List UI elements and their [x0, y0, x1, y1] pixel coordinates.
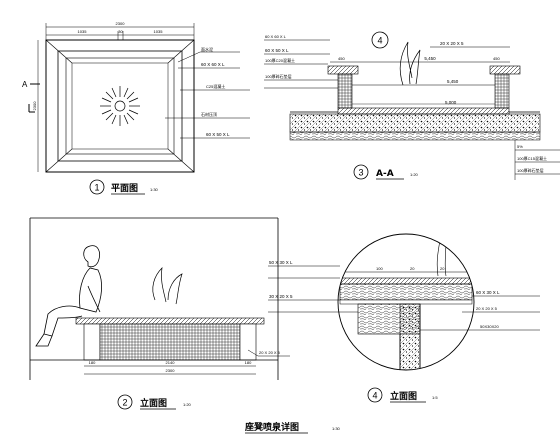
section-dim-inner: 5,450: [424, 56, 436, 61]
section-water-level: 5,450: [447, 79, 459, 84]
seated-figure: [35, 245, 102, 347]
plan-note-2: 60 X 60 X L: [201, 62, 225, 67]
section-mark-a-top: A: [22, 80, 28, 89]
plan-view: 2300 1035 30 1035 2300: [22, 21, 250, 195]
section-view-scale: 1:20: [410, 172, 419, 177]
elevation-view-number: 2: [122, 398, 127, 408]
fountain-spray: [399, 41, 421, 86]
section-view-title: 3 A-A 1:20: [353, 164, 419, 180]
section-note-r1: 5%: [517, 144, 523, 149]
section-note-r0: 20 X 20 X 5: [440, 41, 464, 46]
fountain-symbol: [100, 86, 140, 126]
elev-dim-mid: 2140: [166, 360, 176, 365]
detail-note-2: 30 X 20 X 5: [269, 294, 293, 299]
detail-note-4: 20 X 20 X 5: [476, 306, 498, 311]
section-note-l2: 100厚C20混凝土: [265, 57, 295, 63]
section-view-number: 3: [358, 168, 363, 178]
detail-view-title: 4 立面图 1:5: [367, 387, 438, 403]
plan-view-label: 平面图: [111, 183, 138, 194]
elevation-fountain-spray: [152, 267, 183, 305]
section-note-l3: 100厚碎石垫层: [265, 73, 292, 79]
detail-view-number: 4: [372, 391, 377, 401]
sheet-title-scale: 1:30: [332, 426, 341, 431]
detail-callout-circle: [371, 31, 389, 49]
detail-view-scale: 1:5: [432, 395, 438, 400]
plan-note-1: 面水泥: [201, 46, 213, 52]
section-note-r2: 100厚C15混凝土: [517, 155, 547, 161]
elev-dim-left: 180: [89, 360, 96, 365]
section-view-label: A-A: [376, 169, 394, 179]
section-dim-left: 450: [338, 56, 345, 61]
elev-dim-total: 2300: [166, 368, 176, 373]
sheet-title: 座凳喷泉详图 1:30: [244, 421, 341, 434]
bench-body: [99, 323, 241, 361]
section-view: 4 450 5,450 450 5,450 5,000 60: [264, 31, 560, 180]
section-dim-right: 450: [493, 56, 500, 61]
section-note-r3: 100厚碎石垫层: [517, 167, 544, 173]
section-note-l1: 60 X 50 X L: [265, 48, 289, 53]
plan-dim-mid: 30: [118, 29, 123, 34]
plan-dim-total: 2300: [116, 21, 126, 26]
elev-dim-right: 180: [245, 360, 252, 365]
detail-callout-number: 4: [377, 36, 382, 46]
plan-note-3: C25混凝土: [206, 83, 225, 89]
detail-view-label: 立面图: [390, 390, 417, 402]
plan-dim-side: 2300: [32, 101, 37, 111]
plan-note-4: 石材压顶: [201, 111, 217, 117]
detail-view: 100 20 20 50 X 30 X L 30 X 20 X 5 60 X 3…: [268, 233, 540, 403]
elevation-view: 180 2140 180 2300 20 X 20 X 5 2 立面图 1:20: [29, 217, 290, 410]
elevation-view-label: 立面图: [140, 397, 167, 409]
detail-note-3: 60 X 30 X L: [476, 290, 500, 295]
plan-dim-right: 1035: [154, 29, 164, 34]
plan-note-5: 60 X 50 X L: [206, 132, 230, 137]
section-note-l0: 60 X 60 X L: [265, 34, 287, 39]
detail-dim-2: 20: [410, 266, 415, 271]
detail-note-1: 50 X 30 X L: [269, 260, 293, 265]
plan-view-scale: 1:30: [150, 187, 159, 192]
elevation-view-scale: 1:20: [183, 402, 192, 407]
detail-dim-3: 20: [440, 266, 445, 271]
plan-view-title: 1 平面图 1:30: [89, 179, 159, 195]
plan-view-number: 1: [94, 183, 99, 193]
elevation-view-title: 2 立面图 1:20: [117, 394, 192, 410]
section-dim-pool: 5,000: [445, 100, 457, 105]
elev-note: 20 X 20 X 5: [259, 350, 281, 355]
plan-dim-left: 1035: [78, 29, 88, 34]
detail-dim-1: 100: [376, 266, 383, 271]
section-gravel-bed: [289, 113, 541, 133]
sheet-title-text: 座凳喷泉详图: [244, 421, 299, 433]
detail-note-5: 50X30X20: [480, 324, 499, 329]
